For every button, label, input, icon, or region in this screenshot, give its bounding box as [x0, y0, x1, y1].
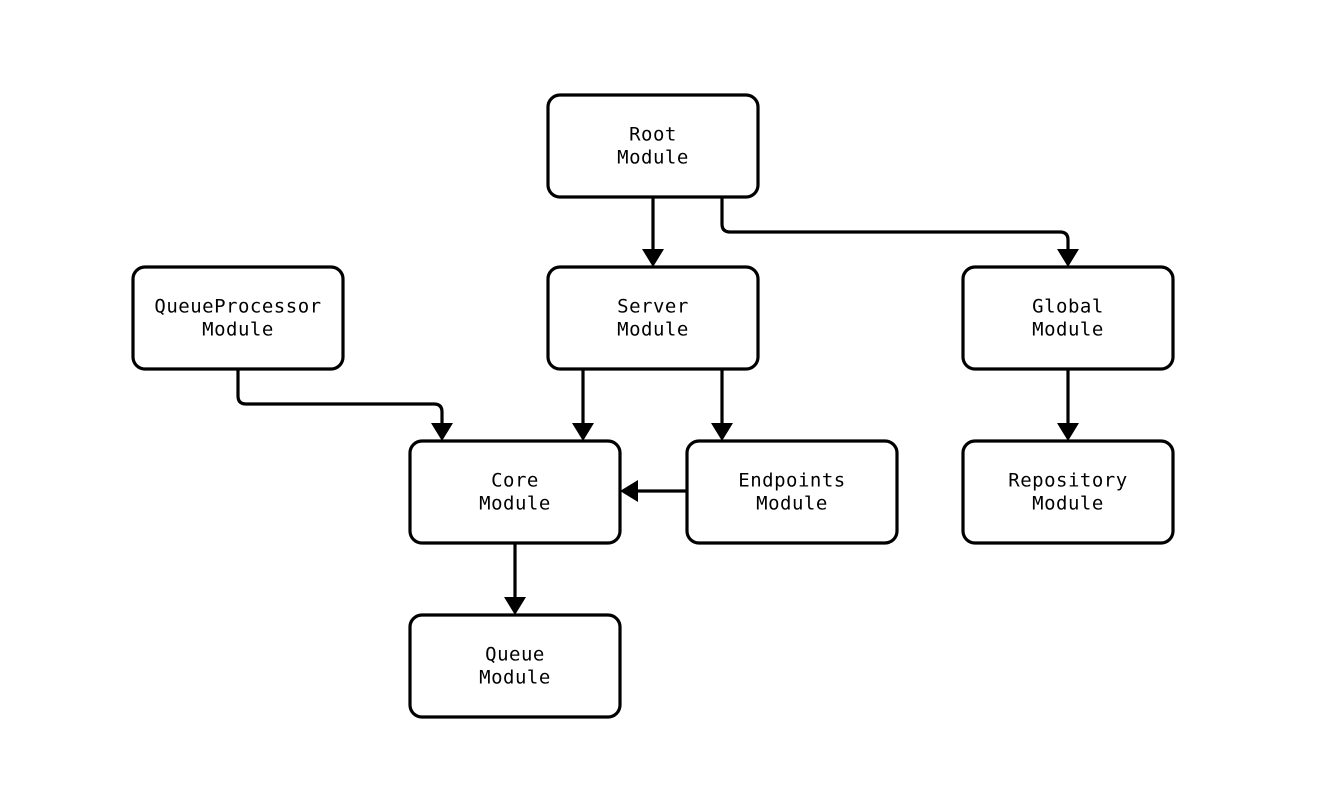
node-box[interactable] [408, 613, 622, 719]
edge-server-to-endpoints [711, 369, 733, 441]
node-label-secondary: Module [202, 319, 274, 341]
node-box[interactable] [961, 439, 1175, 545]
node-label-primary: Core [491, 470, 539, 492]
arrowhead-icon [1057, 249, 1079, 267]
edge-line [720, 197, 1070, 249]
node-box[interactable] [408, 439, 622, 545]
edges-layer [236, 197, 1079, 615]
node-label-primary: Server [617, 296, 689, 318]
edge-root-to-server [642, 197, 664, 267]
node-label-secondary: Module [617, 319, 689, 341]
edge-server-to-core [572, 369, 594, 441]
node-label-secondary: Module [756, 493, 828, 515]
arrowhead-icon [620, 480, 638, 502]
node-box[interactable] [546, 265, 760, 371]
node-box[interactable] [685, 439, 899, 545]
node-label-primary: QueueProcessor [154, 296, 321, 318]
edge-endpoints-to-core [620, 480, 687, 502]
arrowhead-icon [572, 423, 594, 441]
edge-global-to-repository [1057, 369, 1079, 441]
edge-root-to-global [720, 197, 1079, 267]
edge-line [236, 369, 444, 423]
nodes-layer: RootModuleQueueProcessorModuleServerModu… [131, 93, 1175, 719]
node-label-secondary: Module [617, 147, 689, 169]
node-box[interactable] [961, 265, 1175, 371]
node-label-primary: Queue [485, 644, 545, 666]
arrowhead-icon [504, 597, 526, 615]
node-label-secondary: Module [479, 493, 551, 515]
edge-core-to-queue [504, 543, 526, 615]
arrowhead-icon [642, 249, 664, 267]
node-label-secondary: Module [1032, 319, 1104, 341]
node-label-primary: Global [1032, 296, 1104, 318]
arrowhead-icon [1057, 423, 1079, 441]
node-label-primary: Endpoints [738, 470, 845, 492]
node-label-primary: Root [629, 124, 677, 146]
node-label-secondary: Module [479, 667, 551, 689]
node-label-primary: Repository [1008, 470, 1127, 492]
node-box[interactable] [131, 265, 345, 371]
node-label-secondary: Module [1032, 493, 1104, 515]
arrowhead-icon [431, 423, 453, 441]
node-box[interactable] [546, 93, 760, 199]
arrowhead-icon [711, 423, 733, 441]
edge-queueprocessor-to-core [236, 369, 453, 441]
